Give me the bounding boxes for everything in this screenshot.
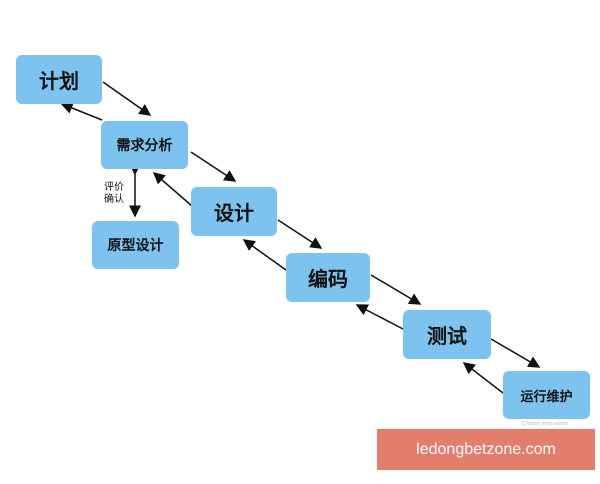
node-testing-label: 测试	[427, 324, 467, 348]
arrow-test-to-code	[355, 304, 404, 330]
arrow-design-to-req	[152, 172, 193, 207]
node-coding-label: 编码	[308, 267, 348, 291]
node-operations-label: 运行维护	[520, 389, 573, 405]
node-coding: 编码	[286, 253, 370, 302]
side-label-line-2: 确认	[104, 194, 124, 205]
node-plan: 计划	[16, 55, 102, 104]
node-design-label: 设计	[214, 201, 254, 225]
node-design: 设计	[191, 187, 277, 236]
site-banner-text: ledongbetzone.com	[416, 440, 556, 458]
node-prototype-label: 原型设计	[107, 238, 164, 254]
node-requirements-label: 需求分析	[116, 138, 173, 154]
arrow-design-to-code	[277, 219, 323, 249]
arrow-test-to-ops	[490, 338, 541, 368]
arrow-plan-to-req	[102, 81, 152, 116]
side-label-line-1: 评价	[104, 182, 124, 193]
node-prototype: 原型设计	[92, 221, 179, 269]
node-operations: 运行维护	[503, 371, 590, 419]
arrow-code-to-test	[370, 274, 422, 305]
node-testing: 测试	[403, 310, 491, 359]
watermark-text: Charon Innovation	[522, 421, 568, 427]
arrow-ops-to-test	[462, 362, 504, 394]
node-requirements: 需求分析	[101, 121, 188, 169]
side-label-review: 评价 确认	[104, 182, 138, 206]
node-plan-label: 计划	[39, 69, 79, 93]
arrow-req-to-design	[190, 151, 237, 182]
arrow-code-to-design	[242, 239, 287, 271]
site-banner: ledongbetzone.com	[377, 429, 595, 470]
arrow-req-to-plan	[60, 102, 103, 121]
